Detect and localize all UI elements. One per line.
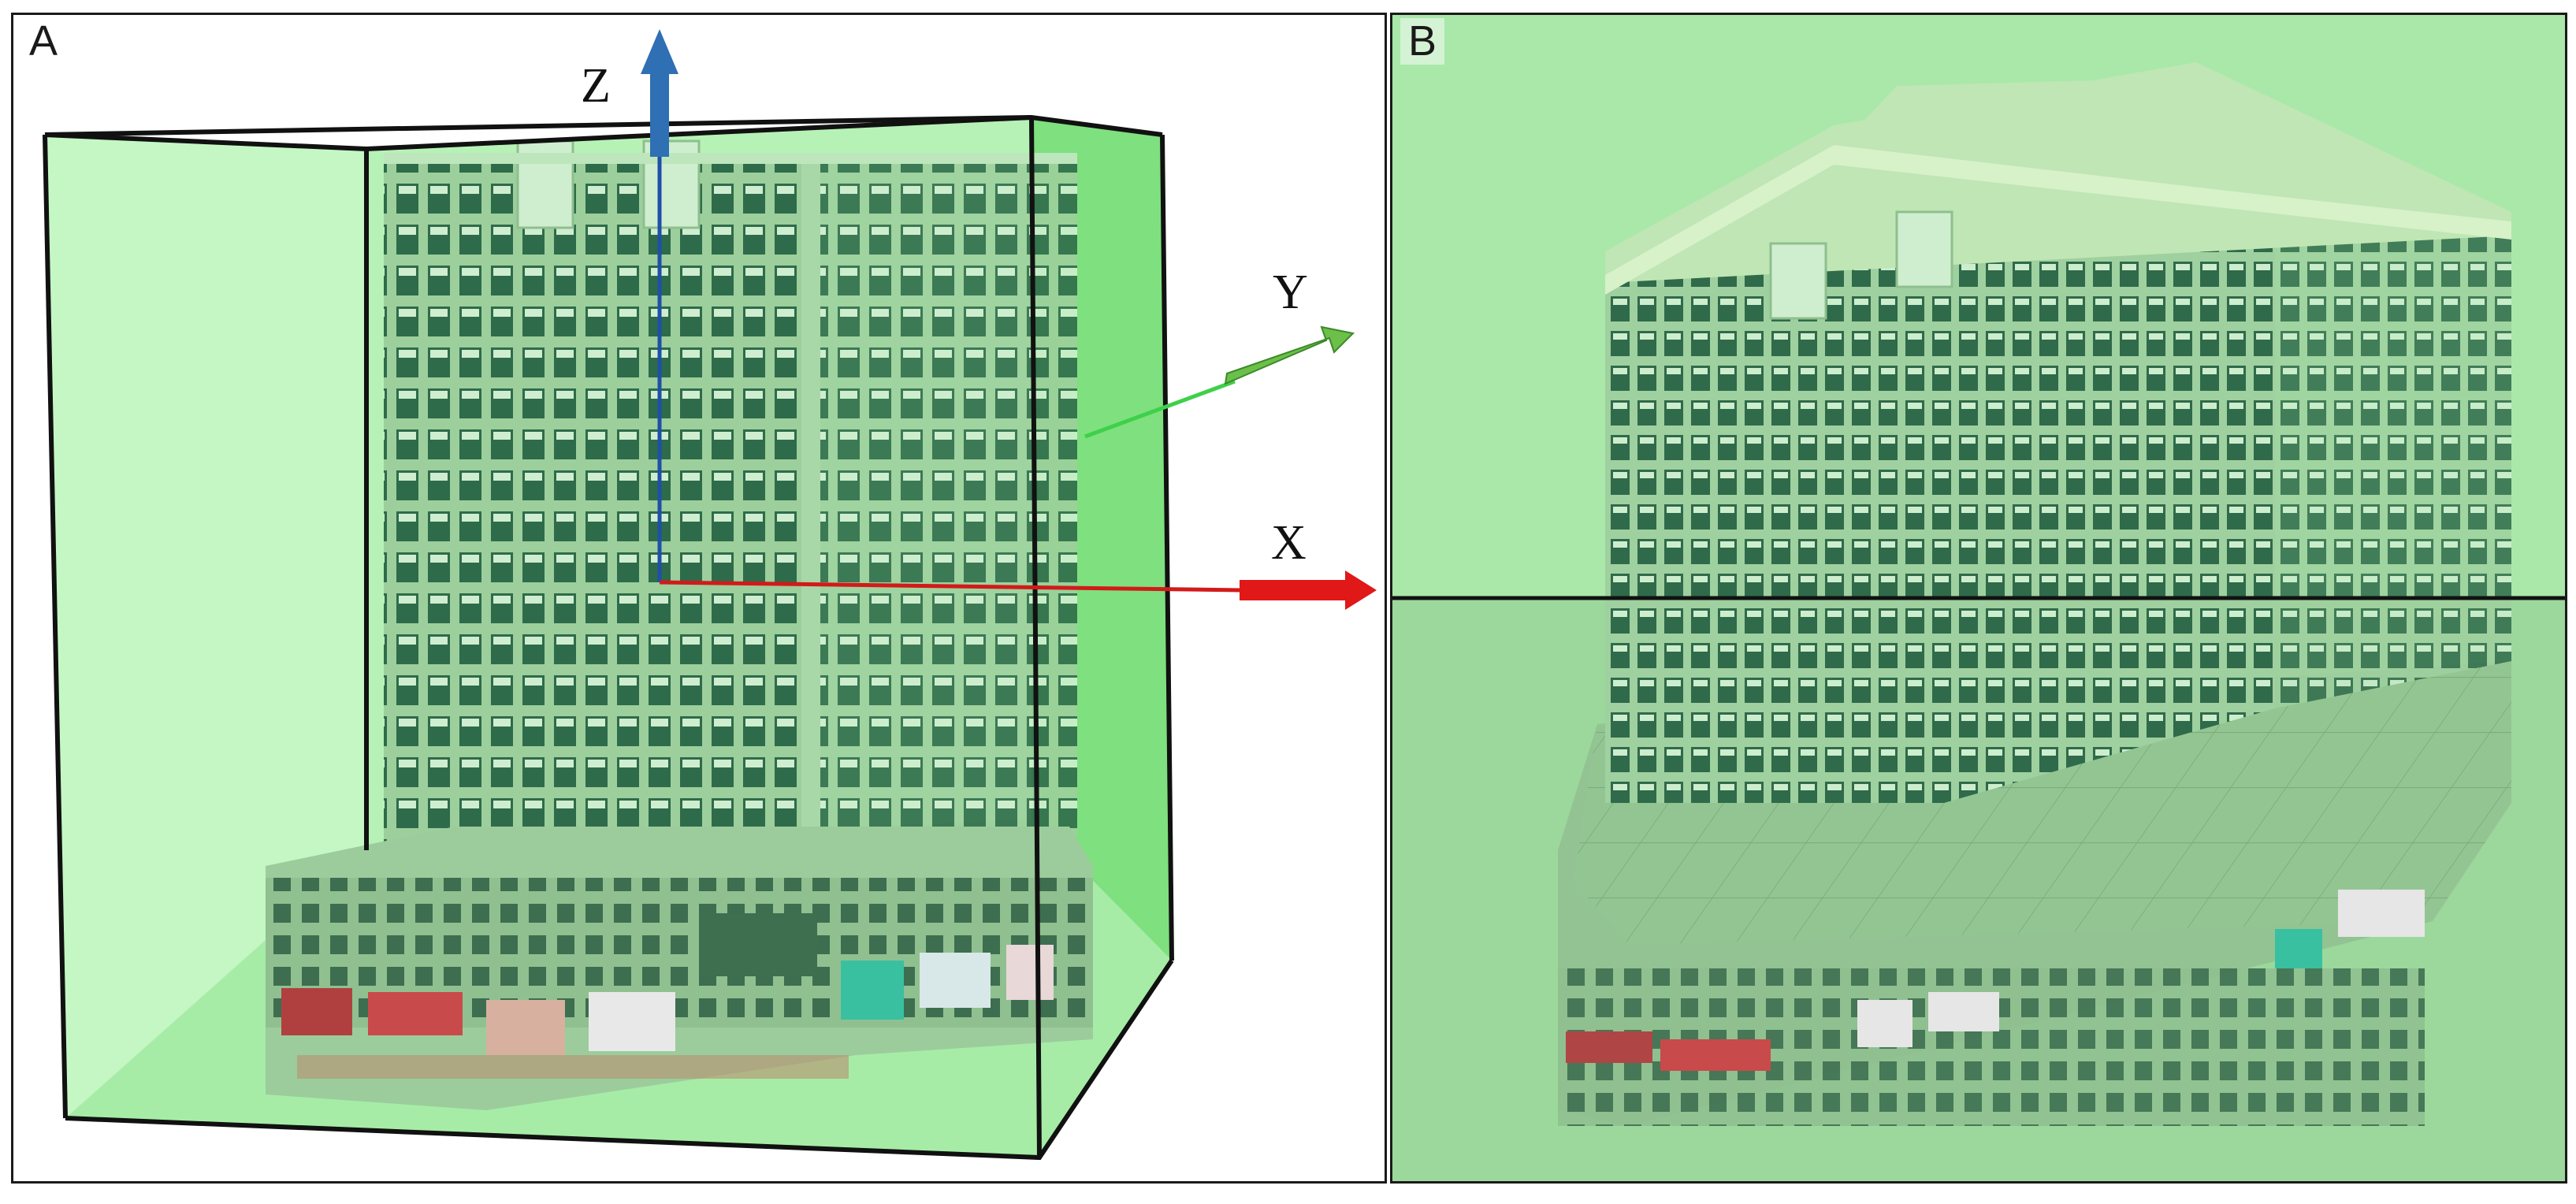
panel-a-illustration: Z Y X (43, 29, 1377, 1161)
axis-z: Z (581, 29, 678, 582)
panel-b-illustration (1392, 62, 2565, 1181)
building-tower (384, 139, 1077, 854)
building-podium (266, 827, 1093, 1110)
panel-a-bounding-box-view: A (11, 13, 1387, 1184)
axis-y: Y (1084, 266, 1355, 439)
building-tower-b (1605, 62, 2511, 803)
panel-b-label: B (1400, 17, 1445, 65)
axis-y-label: Y (1273, 266, 1308, 319)
axis-z-label: Z (581, 59, 611, 113)
axis-x-label: X (1271, 516, 1307, 570)
panel-b-section-plane-view: B (1390, 13, 2567, 1184)
axis-x: X (659, 516, 1377, 610)
panel-a-label: A (29, 17, 58, 65)
bounding-box-edges (43, 114, 1174, 1161)
